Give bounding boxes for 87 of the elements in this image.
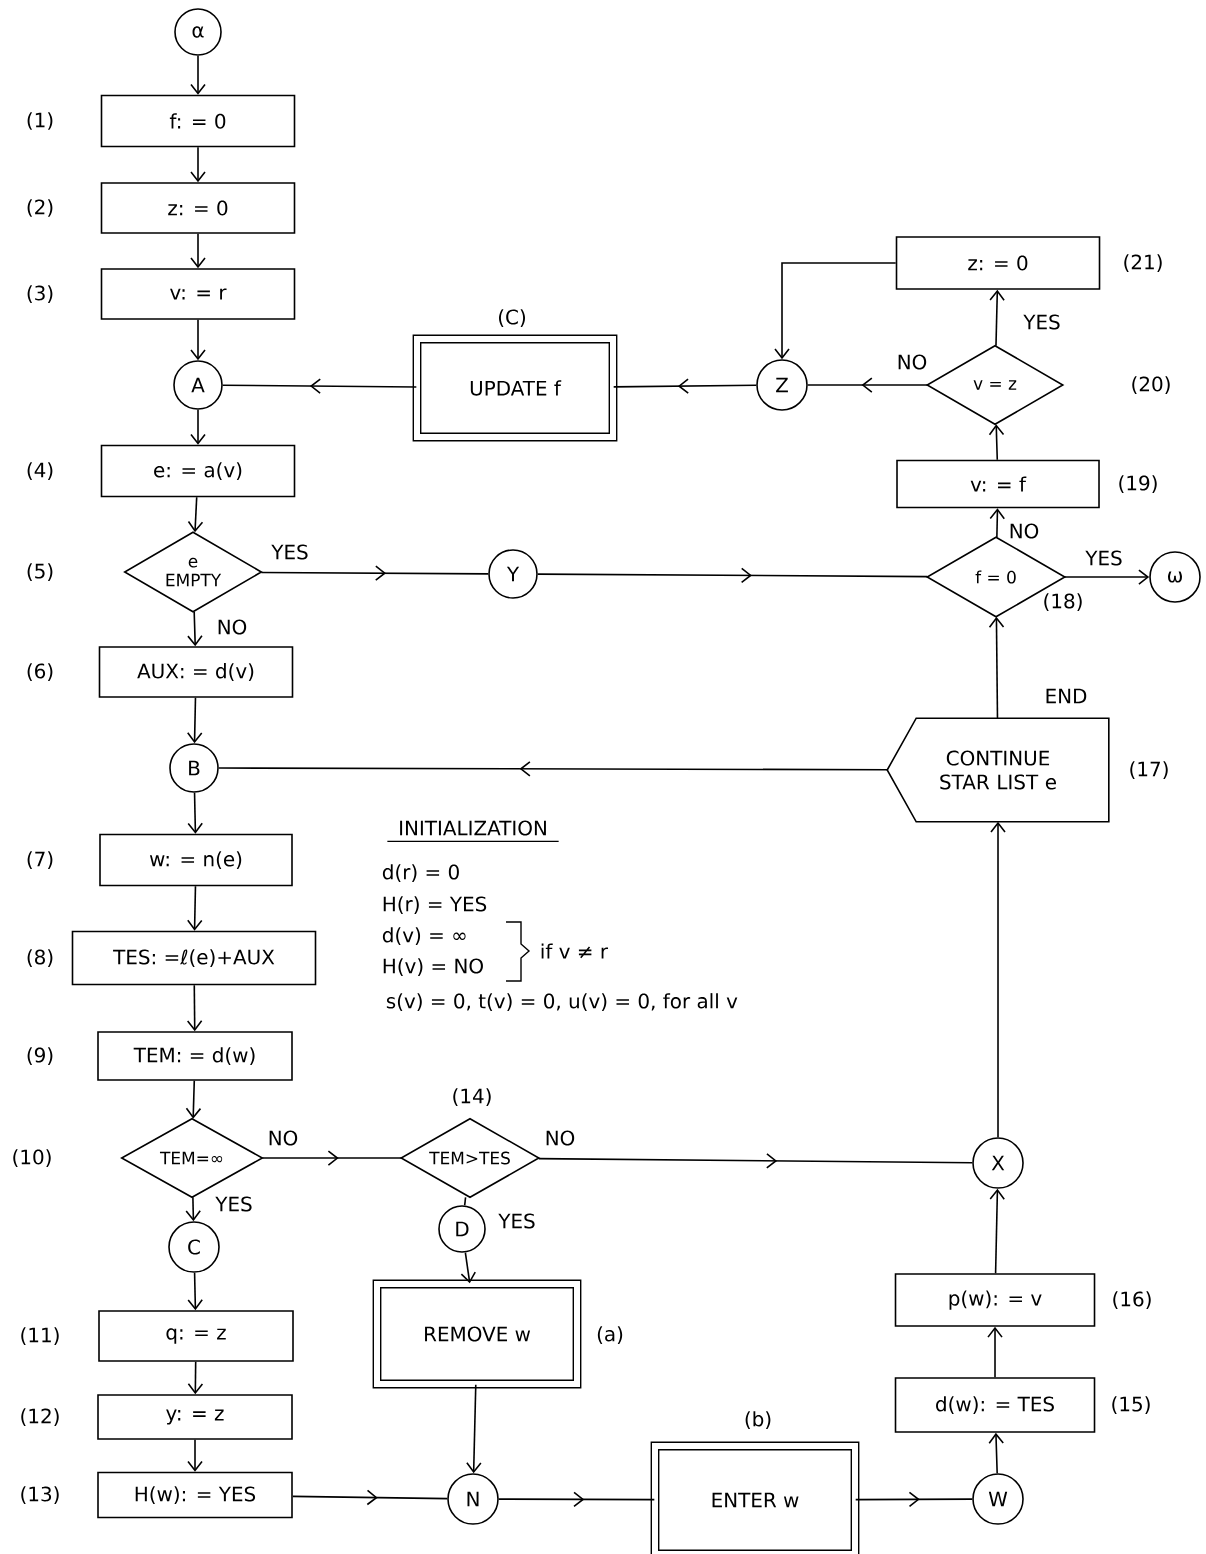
arrow — [187, 792, 203, 834]
edge-label: YES — [1022, 313, 1062, 331]
note-text: s(v) = 0, t(v) = 0, u(v) = 0, for all v — [386, 993, 738, 1011]
arrow — [1064, 569, 1150, 585]
process-box: y: = z — [97, 1394, 293, 1440]
heading: INITIALIZATION — [386, 820, 560, 843]
process-box: z: = 0 — [100, 182, 296, 234]
edge-label: NO — [215, 618, 249, 636]
arrow — [989, 289, 1005, 347]
arrow — [988, 424, 1005, 461]
step-number: (19) — [1119, 475, 1157, 493]
step-number: (13) — [21, 1486, 59, 1504]
step-number: (9) — [27, 1047, 53, 1065]
process-box: e: = a(v) — [100, 444, 296, 498]
arrow — [466, 1383, 482, 1474]
step-number: (17) — [1130, 761, 1168, 779]
arrow — [186, 697, 203, 744]
step-number: (10) — [13, 1149, 51, 1167]
loop-end-box: CONTINUE STAR LIST e — [886, 717, 1110, 823]
arrow — [190, 233, 206, 269]
arrow — [989, 508, 1006, 538]
step-number: (8) — [27, 949, 53, 967]
step-number: (7) — [27, 851, 53, 869]
note-text: H(r) = YES — [383, 896, 487, 914]
arrow — [190, 146, 206, 183]
arrow — [187, 1272, 203, 1311]
step-number: (2) — [27, 199, 53, 217]
subroutine-box: UPDATE f — [412, 334, 618, 442]
process-box: v: = f — [896, 459, 1100, 509]
step-number: (1) — [27, 112, 53, 130]
arrow — [187, 1439, 203, 1472]
edge-label: NO — [543, 1129, 577, 1147]
arrow — [989, 1188, 1005, 1274]
arrow — [186, 984, 203, 1032]
arrow — [460, 1251, 477, 1284]
step-number: (16) — [1113, 1291, 1151, 1309]
step-number: (5) — [27, 563, 53, 581]
edge-label: YES — [497, 1212, 537, 1230]
arrow — [187, 496, 204, 533]
process-box: f: = 0 — [100, 94, 296, 148]
step-number: (3) — [27, 285, 53, 303]
step-number: (20) — [1132, 376, 1170, 394]
subroutine-box: ENTER w — [650, 1441, 860, 1554]
arrow — [190, 55, 206, 95]
arrow — [185, 1080, 202, 1119]
note-text: d(r) = 0 — [382, 864, 459, 882]
process-box: z: = 0 — [895, 236, 1101, 290]
arrow — [187, 611, 203, 647]
arrow — [774, 262, 897, 360]
step-number: (6) — [27, 663, 53, 681]
arrow — [990, 821, 1006, 1138]
arrow — [988, 616, 1005, 719]
step-number: (a) — [597, 1326, 623, 1344]
step-number: (18) — [1044, 593, 1082, 611]
arrow — [190, 319, 206, 361]
arrow — [987, 1326, 1003, 1378]
step-number: (15) — [1112, 1396, 1150, 1414]
step-number: (12) — [21, 1408, 59, 1426]
arrow — [190, 409, 206, 445]
process-box: p(w): = v — [894, 1273, 1096, 1327]
arrow — [187, 1361, 204, 1395]
note-text: d(v) = ∞ — [382, 927, 466, 945]
step-number: (14) — [453, 1088, 491, 1106]
edge-label: NO — [1007, 522, 1041, 540]
note-text: H(v) = NO — [383, 958, 483, 976]
process-box: TES: =ℓ(e)+AUX — [71, 930, 317, 986]
step-number: (21) — [1124, 254, 1162, 272]
process-box: w: = n(e) — [99, 833, 293, 887]
step-number: (C) — [499, 309, 525, 327]
process-box: v: = r — [100, 268, 296, 320]
process-box: TEM: = d(w) — [97, 1031, 293, 1081]
step-number: (4) — [27, 462, 53, 480]
edge-label: YES — [270, 543, 310, 561]
subroutine-box: REMOVE w — [372, 1279, 582, 1389]
process-box: AUX: = d(v) — [98, 646, 294, 698]
edge-label: NO — [266, 1129, 300, 1147]
step-number: (11) — [21, 1327, 59, 1345]
process-box: H(w): = YES — [97, 1471, 293, 1519]
arrow — [988, 1432, 1004, 1475]
arrow — [186, 885, 203, 931]
process-box: d(w): = TES — [894, 1377, 1096, 1433]
arrow — [185, 1196, 201, 1222]
edge-label: END — [1043, 687, 1089, 705]
step-number: (b) — [745, 1411, 771, 1429]
process-box: q: = z — [98, 1310, 294, 1362]
edge-label: YES — [1084, 549, 1124, 567]
note-text: if v ≠ r — [541, 943, 609, 959]
